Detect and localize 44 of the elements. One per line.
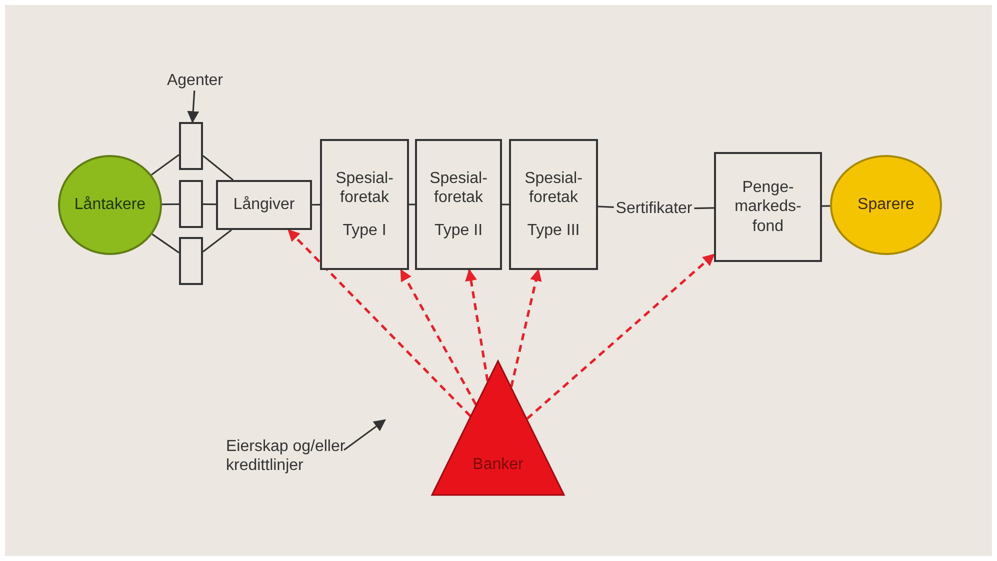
node-label: Type III <box>527 221 580 240</box>
process-box <box>320 139 409 270</box>
connector-line <box>598 206 614 208</box>
text-label: Eierskap og/eller kredittlinjer <box>226 436 346 476</box>
connector-line <box>822 205 830 207</box>
node-label: Långiver <box>233 195 295 215</box>
node-label: Banker <box>472 454 524 474</box>
connector-line <box>502 204 509 206</box>
connector-line <box>694 207 714 210</box>
arrow <box>187 90 200 124</box>
arrow <box>465 268 489 382</box>
leader-arrow <box>344 419 386 451</box>
node-label: Sparere <box>858 195 914 215</box>
connector-line <box>312 204 320 206</box>
process-box <box>216 180 312 230</box>
arrow <box>526 254 715 420</box>
node-label: Type II <box>434 221 483 240</box>
ellipse-node <box>830 155 942 255</box>
agent-box <box>179 122 203 170</box>
text-label: Agenter <box>166 71 224 91</box>
process-box <box>714 152 822 262</box>
process-box <box>509 139 598 270</box>
node-label: Spesial- foretak <box>334 168 394 208</box>
agent-box <box>179 237 203 285</box>
connector-line <box>202 155 234 181</box>
ellipse-node <box>58 155 162 255</box>
arrow <box>288 229 472 417</box>
connector-line <box>150 154 180 176</box>
connector-line <box>152 234 180 254</box>
arrow <box>400 268 478 406</box>
agent-box <box>179 180 203 228</box>
node-label: Type I <box>342 221 386 240</box>
arrow <box>510 268 542 388</box>
connector-line <box>162 203 179 206</box>
connector-line <box>202 229 232 252</box>
connector-line <box>202 203 216 206</box>
connector-line <box>409 204 415 206</box>
node-label: Låntakere <box>74 195 146 215</box>
triangle-node <box>431 360 565 496</box>
node-label: Spesial- foretak <box>524 168 584 208</box>
text-label: Sertifikater <box>616 199 692 219</box>
process-box <box>415 139 502 270</box>
node-label: Spesial- foretak <box>428 168 488 208</box>
node-label: Penge- markeds- fond <box>734 178 802 236</box>
